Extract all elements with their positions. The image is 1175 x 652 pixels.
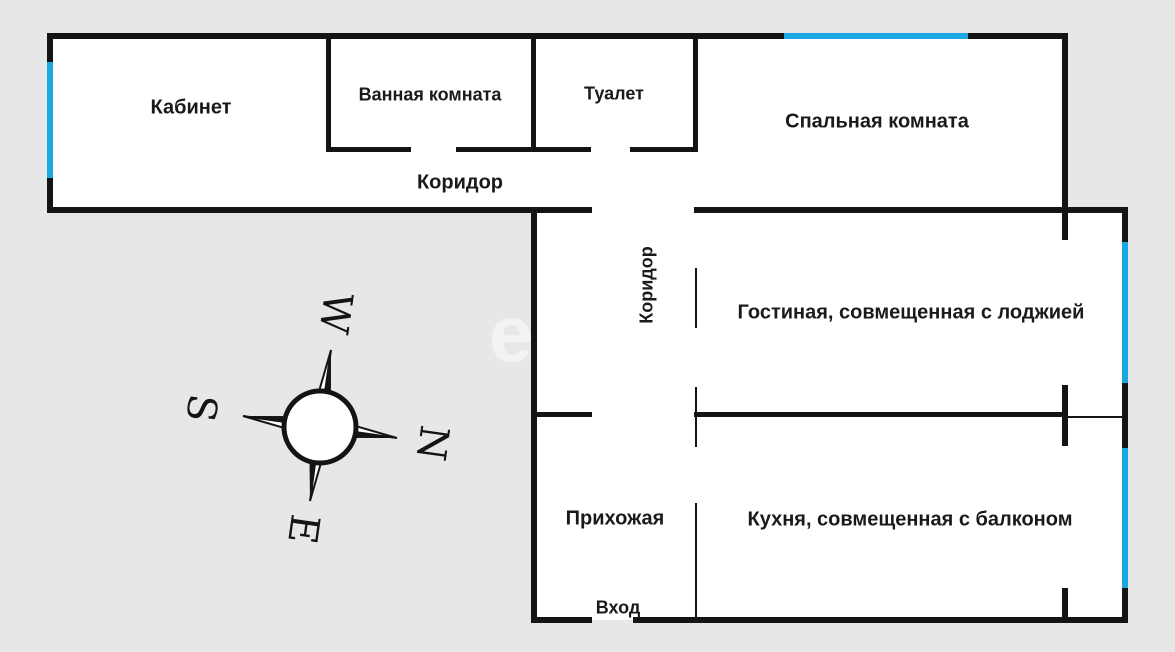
compass-rose: W S N E bbox=[176, 289, 457, 546]
wall-corridor-living-b bbox=[695, 387, 697, 447]
wall-bathroom-left bbox=[326, 36, 331, 152]
compass-circle bbox=[281, 388, 359, 466]
room-label-hallway: Прихожая bbox=[565, 507, 665, 530]
room-label-corridor-vertical: Коридор bbox=[636, 246, 657, 324]
window-balcony-right bbox=[1122, 448, 1128, 588]
wall-right-bottom-section bbox=[1122, 207, 1128, 623]
wall-living-loggia-a bbox=[1062, 210, 1068, 240]
room-label-kitchen: Кухня, совмещенная с балконом bbox=[747, 508, 1073, 531]
wall-toilet-right bbox=[693, 36, 698, 152]
wall-toilet-bottom bbox=[630, 147, 698, 152]
compass-letter-north: N bbox=[407, 422, 457, 463]
wall-hall-kitchen-divider bbox=[695, 503, 697, 620]
wall-living-kitchen-divider bbox=[694, 412, 1066, 417]
wall-corridor-living-a bbox=[695, 268, 697, 328]
wall-right-top-section bbox=[1062, 33, 1068, 213]
room-label-toilet: Туалет bbox=[584, 83, 644, 104]
wall-kitchen-balcony bbox=[1062, 588, 1068, 622]
compass-letter-south: S bbox=[176, 391, 225, 425]
compass-letter-west: W bbox=[309, 289, 360, 336]
window-loggia-right bbox=[1122, 242, 1128, 383]
wall-corridor-hall-divider bbox=[531, 412, 592, 417]
wall-loggia-balcony-divider bbox=[1064, 416, 1124, 418]
wall-bottom-left-of-entrance bbox=[531, 617, 592, 623]
wall-top bbox=[47, 33, 1068, 39]
wall-bottom-right-of-entrance bbox=[633, 617, 1128, 623]
room-label-corridor-top: Коридор bbox=[416, 171, 504, 194]
room-label-bedroom: Спальная комната bbox=[785, 110, 969, 133]
wall-mid-right bbox=[694, 207, 1128, 213]
room-label-office: Кабинет bbox=[150, 96, 232, 119]
wall-bathroom-toilet-divider bbox=[531, 36, 536, 152]
room-label-bathroom: Ванная комната bbox=[358, 84, 502, 105]
wall-bathroom-bottom-a bbox=[326, 147, 411, 152]
entrance-label: Вход bbox=[595, 597, 641, 618]
compass-letter-east: E bbox=[278, 511, 328, 546]
wall-living-loggia-b bbox=[1062, 385, 1068, 446]
window-office-left bbox=[47, 62, 53, 178]
wall-mid-left bbox=[47, 207, 592, 213]
room-label-living-room: Гостиная, совмещенная с лоджией bbox=[737, 301, 1085, 324]
wall-bathroom-bottom-b bbox=[456, 147, 591, 152]
watermark-letter: e bbox=[488, 289, 534, 378]
window-bedroom-top bbox=[784, 33, 968, 39]
plan-area-top bbox=[50, 36, 1064, 212]
